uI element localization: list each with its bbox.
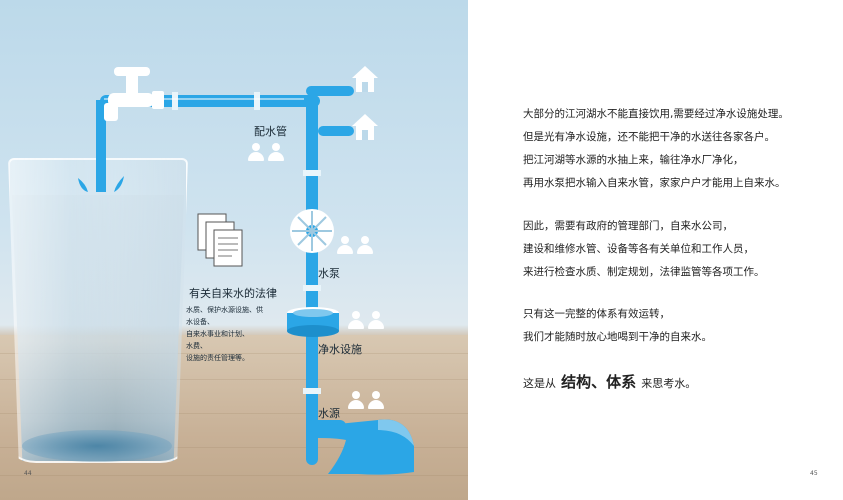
- house-icon: [352, 114, 378, 140]
- glass-base: [22, 430, 172, 462]
- people-icon: [248, 143, 284, 161]
- law-list: 水质、保护水源设施、供 水设备、 自来水事业和计划、 水费、 设施的责任管理等。: [186, 304, 281, 364]
- water-drop-icon: [78, 176, 124, 192]
- right-page-text: 大部分的江河湖水不能直接饮用,需要经过净水设施处理。 但是光有净水设施，还不能把…: [468, 0, 843, 500]
- people-icon: [348, 311, 384, 329]
- text-line: 大部分的江河湖水不能直接饮用,需要经过净水设施处理。: [523, 108, 789, 120]
- people-icon: [337, 236, 373, 254]
- left-page-illustration: 配水管 水泵 净水设施 水源 有关自来水的法律 水质、保护水源设施、供 水设备、…: [0, 0, 468, 500]
- pump-wheel-icon: [290, 209, 334, 253]
- faucet-icon: [104, 67, 164, 121]
- text-line: 但是光有净水设施，还不能把干净的水送往各家各户。: [523, 131, 775, 143]
- document-stack-icon: [197, 213, 243, 267]
- closing-line: 这是从 结构、体系 来思考水。: [523, 371, 696, 392]
- treatment-tank-icon: [287, 307, 339, 337]
- law-item: 水质、保护水源设施、供: [186, 306, 263, 314]
- closing-suffix: 来思考水。: [641, 377, 697, 390]
- closing-emphasis: 结构、体系: [561, 373, 637, 391]
- paragraph-1: 大部分的江河湖水不能直接饮用,需要经过净水设施处理。 但是光有净水设施，还不能把…: [523, 103, 789, 195]
- paragraph-2: 因此，需要有政府的管理部门，自来水公司， 建设和维修水管、设备等各有关单位和工作…: [523, 215, 765, 284]
- law-item: 水费、: [186, 342, 207, 350]
- law-title: 有关自来水的法律: [189, 287, 277, 300]
- paragraph-3: 只有这一完整的体系有效运转， 我们才能随时放心地喝到干净的自来水。: [523, 303, 712, 349]
- law-item: 自来水事业和计划、: [186, 330, 249, 338]
- text-line: 只有这一完整的体系有效运转，: [523, 308, 670, 320]
- page-number-left: 44: [24, 470, 32, 477]
- treatment-label: 净水设施: [318, 343, 362, 356]
- pump-label: 水泵: [318, 267, 340, 280]
- text-line: 再用水泵把水输入自来水管，家家户户才能用上自来水。: [523, 177, 786, 189]
- text-line: 建设和维修水管、设备等各有关单位和工作人员，: [523, 243, 754, 255]
- people-icon: [348, 391, 384, 409]
- source-outlet-icon: [318, 419, 414, 475]
- law-item: 水设备、: [186, 318, 214, 326]
- water-glass: [8, 158, 188, 463]
- text-line: 把江河湖等水源的水抽上来，输往净水厂净化，: [523, 154, 744, 166]
- text-line: 因此，需要有政府的管理部门，自来水公司，: [523, 220, 733, 232]
- law-item: 设施的责任管理等。: [186, 354, 249, 362]
- source-label: 水源: [318, 407, 340, 420]
- house-icon: [352, 66, 378, 92]
- page-number-right: 45: [810, 470, 818, 477]
- text-line: 来进行检查水质、制定规划，法律监管等各项工作。: [523, 266, 765, 278]
- pipe-label: 配水管: [254, 125, 287, 138]
- text-line: 我们才能随时放心地喝到干净的自来水。: [523, 331, 712, 343]
- closing-prefix: 这是从: [523, 377, 556, 390]
